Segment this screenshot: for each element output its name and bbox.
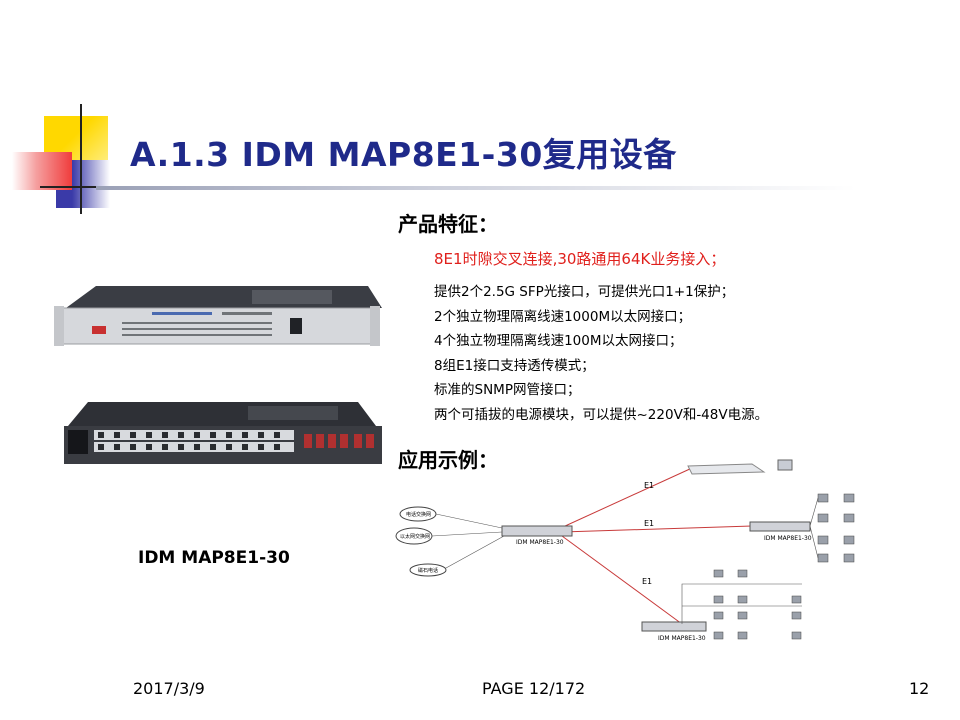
feature-item: 4个独立物理隔离线速100M以太网接口； bbox=[434, 333, 683, 349]
e1-label: E1 bbox=[644, 519, 654, 528]
e1-link-top bbox=[551, 467, 693, 533]
left-node-label: 磁石电话 bbox=[418, 567, 438, 574]
application-diagram: E1 E1 E1 IDM MAP8E1-30 IDM MAP8E1-30 IDM… bbox=[395, 459, 855, 642]
application-heading: 应用示例： bbox=[398, 448, 498, 472]
footer-slide-number: 12 bbox=[909, 679, 930, 698]
phone-icon bbox=[777, 459, 793, 471]
e1-link-bottom bbox=[561, 535, 683, 625]
connector-line bbox=[809, 525, 819, 559]
bottom-device-icon bbox=[641, 621, 707, 632]
device-caption: IDM MAP8E1-30 bbox=[138, 548, 290, 568]
feature-list: 提供2个2.5G SFP光接口，可提供光口1+1保护； 2个独立物理隔离线速10… bbox=[434, 282, 768, 429]
connector-line bbox=[681, 583, 802, 624]
footer-page: PAGE 12/172 bbox=[482, 679, 586, 698]
title-underline bbox=[96, 186, 856, 190]
center-device-label: IDM MAP8E1-30 bbox=[516, 539, 564, 546]
feature-item: 8组E1接口支持透传模式； bbox=[434, 357, 595, 374]
feature-item: 标准的SNMP网管接口； bbox=[434, 382, 581, 398]
slide-title: A.1.3 IDM MAP8E1-30复用设备 bbox=[130, 135, 677, 174]
footer-date: 2017/3/9 bbox=[133, 679, 205, 698]
bottom-endpoint-icons bbox=[713, 569, 802, 640]
connector-line bbox=[445, 535, 505, 569]
connector-line bbox=[431, 531, 503, 537]
e1-link-middle bbox=[561, 525, 753, 533]
feature-highlight: 8E1时隙交叉连接,30路通用64K业务接入； bbox=[434, 250, 726, 268]
top-device-icon bbox=[687, 463, 766, 475]
feature-item: 提供2个2.5G SFP光接口，可提供光口1+1保护； bbox=[434, 284, 735, 300]
center-device-icon bbox=[501, 525, 573, 537]
feature-item: 两个可插拔的电源模块，可以提供~220V和-48V电源。 bbox=[434, 406, 769, 423]
left-node-label: 以太网交换网 bbox=[400, 533, 430, 540]
right-endpoint-icons bbox=[817, 493, 855, 563]
left-node-label: 电话交换网 bbox=[406, 511, 431, 518]
e1-label: E1 bbox=[642, 577, 652, 586]
bottom-device-label: IDM MAP8E1-30 bbox=[658, 635, 706, 642]
magneto-phone-cloud bbox=[409, 563, 447, 577]
right-device-icon bbox=[749, 521, 811, 532]
decoration-horizontal-line bbox=[40, 186, 130, 188]
features-heading: 产品特征： bbox=[398, 212, 498, 236]
connector-line bbox=[809, 497, 819, 527]
feature-item: 2个独立物理隔离线速1000M以太网接口； bbox=[434, 308, 692, 325]
decoration-red-block bbox=[12, 152, 72, 190]
decoration-vertical-line bbox=[80, 104, 82, 214]
device-front-panel-image bbox=[54, 286, 382, 346]
connector-line bbox=[435, 513, 503, 529]
right-device-label: IDM MAP8E1-30 bbox=[764, 535, 812, 542]
device-rear-panel-image bbox=[64, 402, 382, 464]
e1-label: E1 bbox=[644, 481, 654, 490]
